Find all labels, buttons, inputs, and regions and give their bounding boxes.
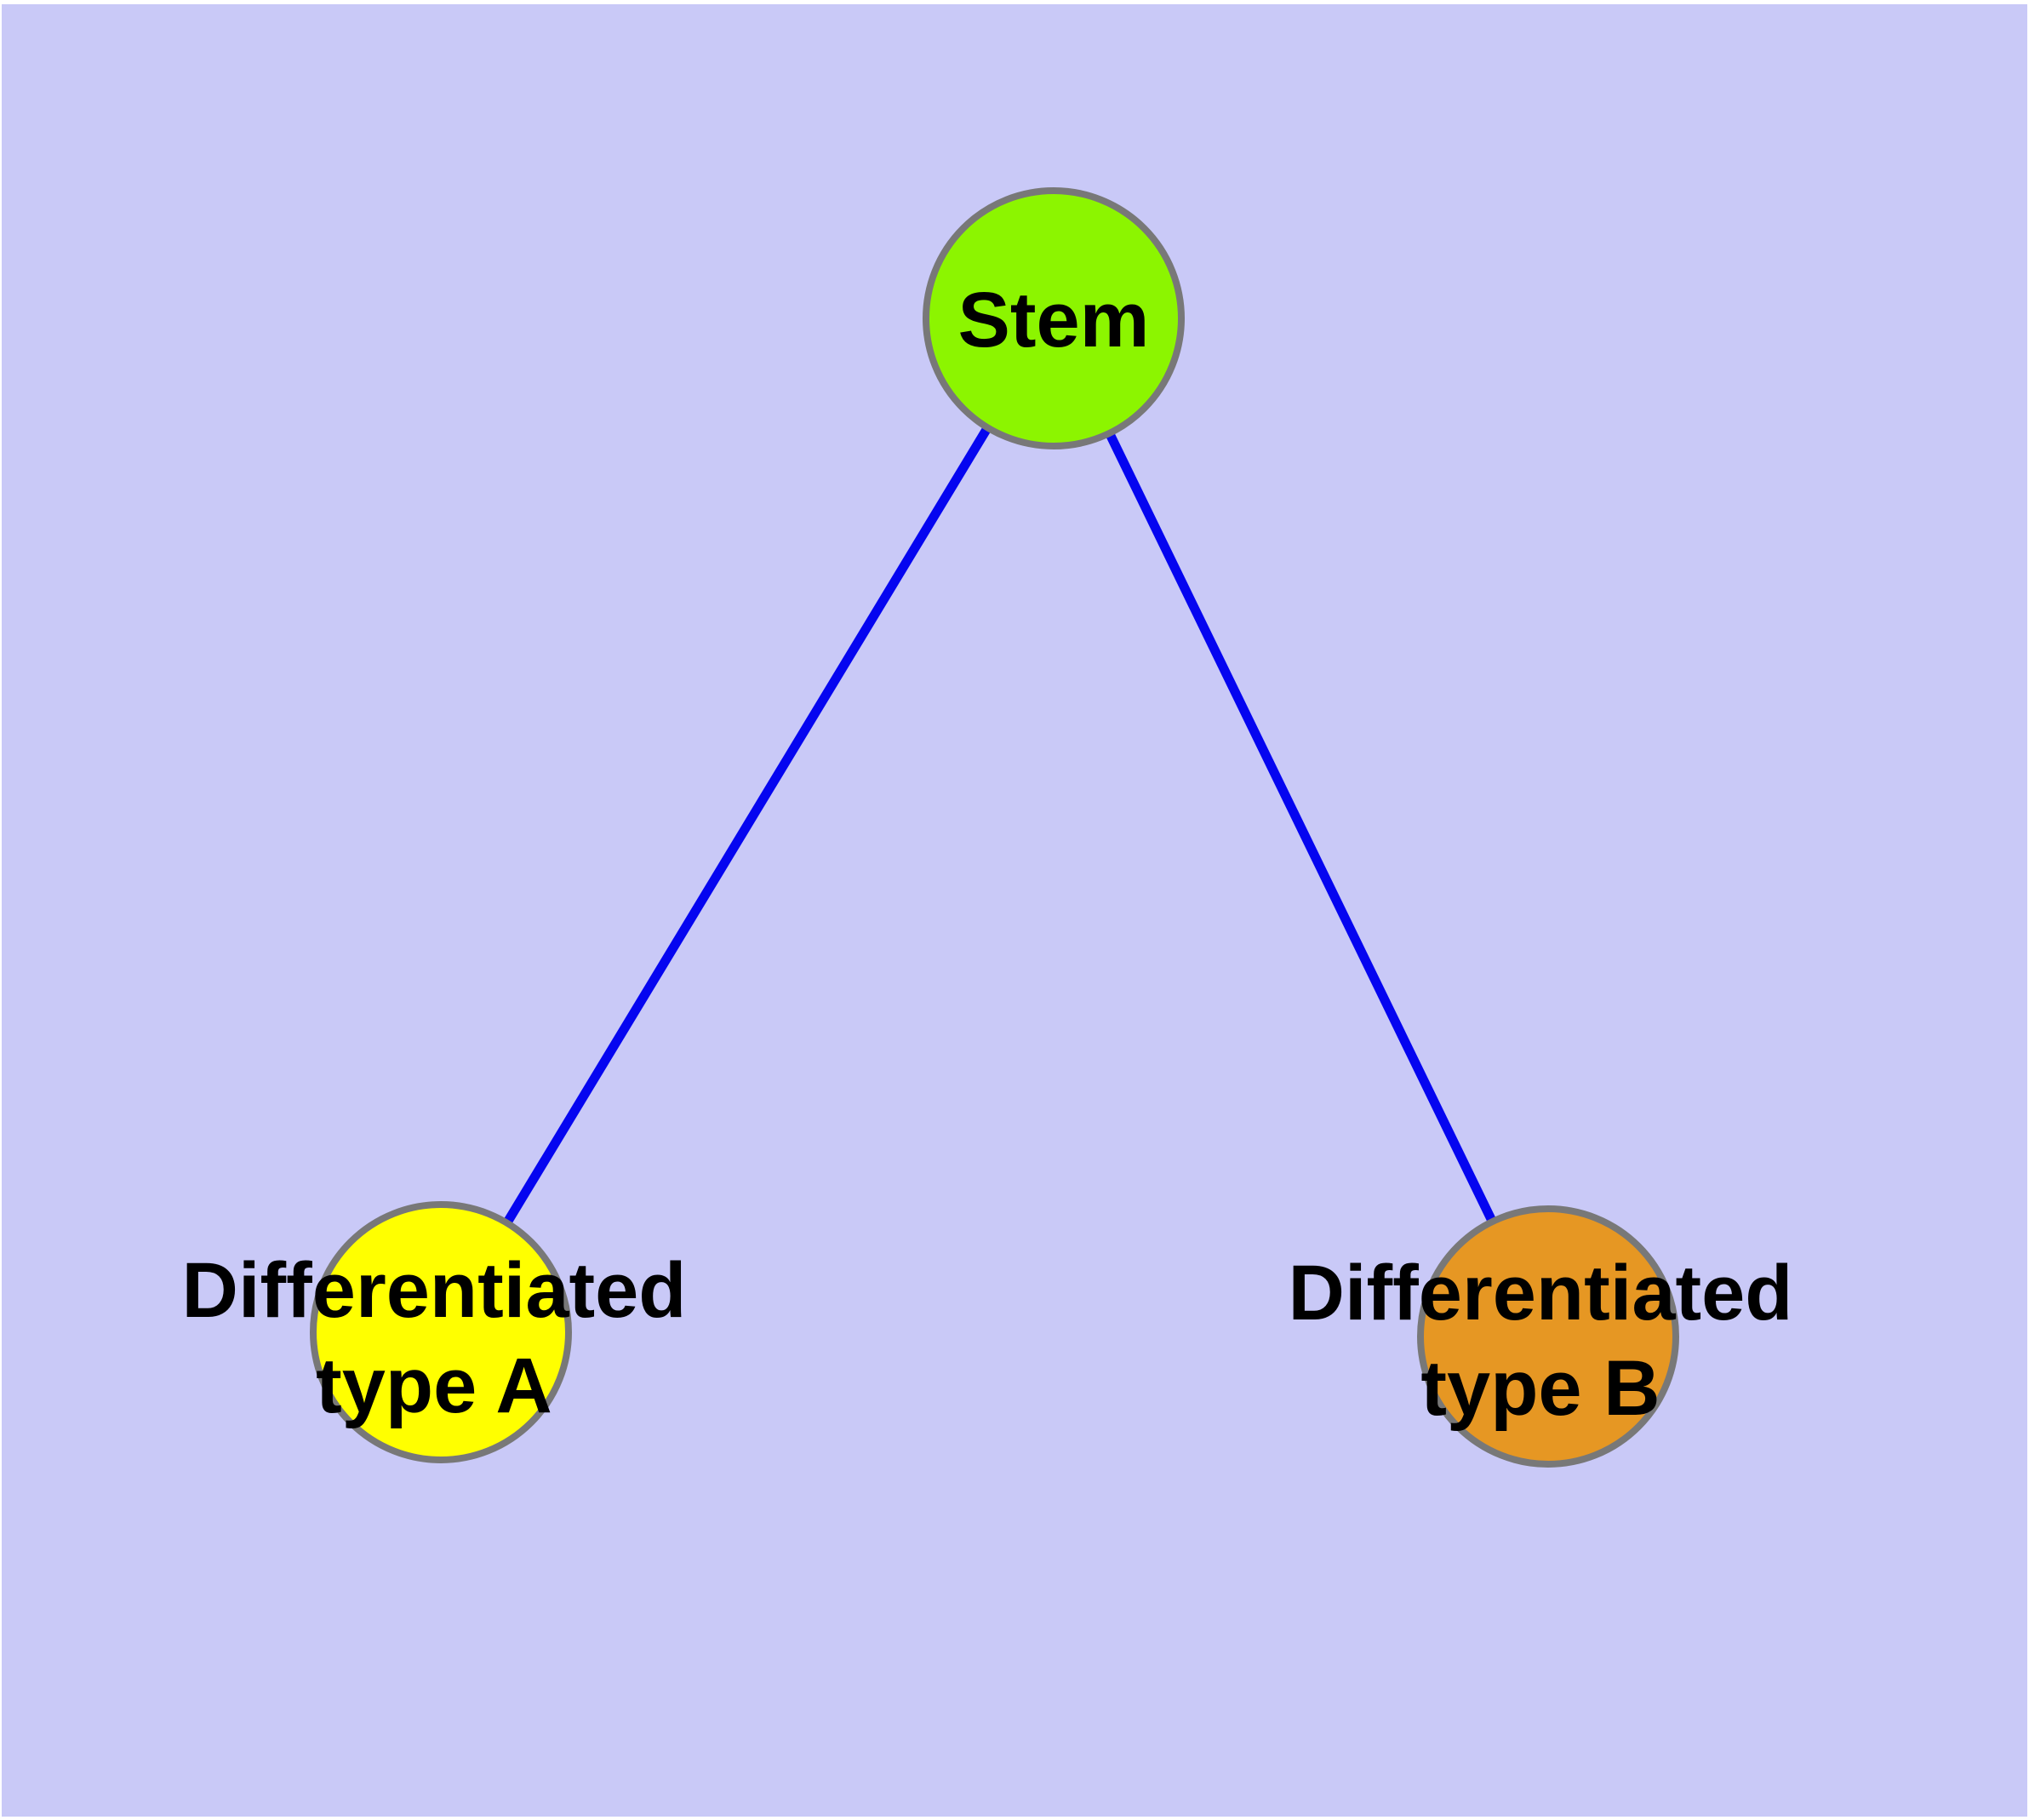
node-type-a-label-line2: type A — [316, 1342, 552, 1429]
node-type-b-label-line1: Differentiated — [1288, 1250, 1793, 1336]
node-type-b-circle — [1417, 1205, 1679, 1468]
node-type-b-label-line2: type B — [1420, 1345, 1660, 1432]
node-stem-label: Stem — [958, 272, 1150, 368]
node-type-a-circle — [310, 1201, 572, 1463]
node-stem-label-text: Stem — [957, 277, 1150, 363]
edge-stem-to-type-b — [1049, 316, 1552, 1339]
node-stem-circle — [923, 187, 1185, 449]
edge-stem-to-type-a — [437, 316, 1058, 1335]
node-type-b-label: Differentiated type B — [1289, 1245, 1793, 1436]
node-type-a-label-line1: Differentiated — [181, 1247, 687, 1334]
node-type-a-label: Differentiated type A — [182, 1243, 687, 1434]
